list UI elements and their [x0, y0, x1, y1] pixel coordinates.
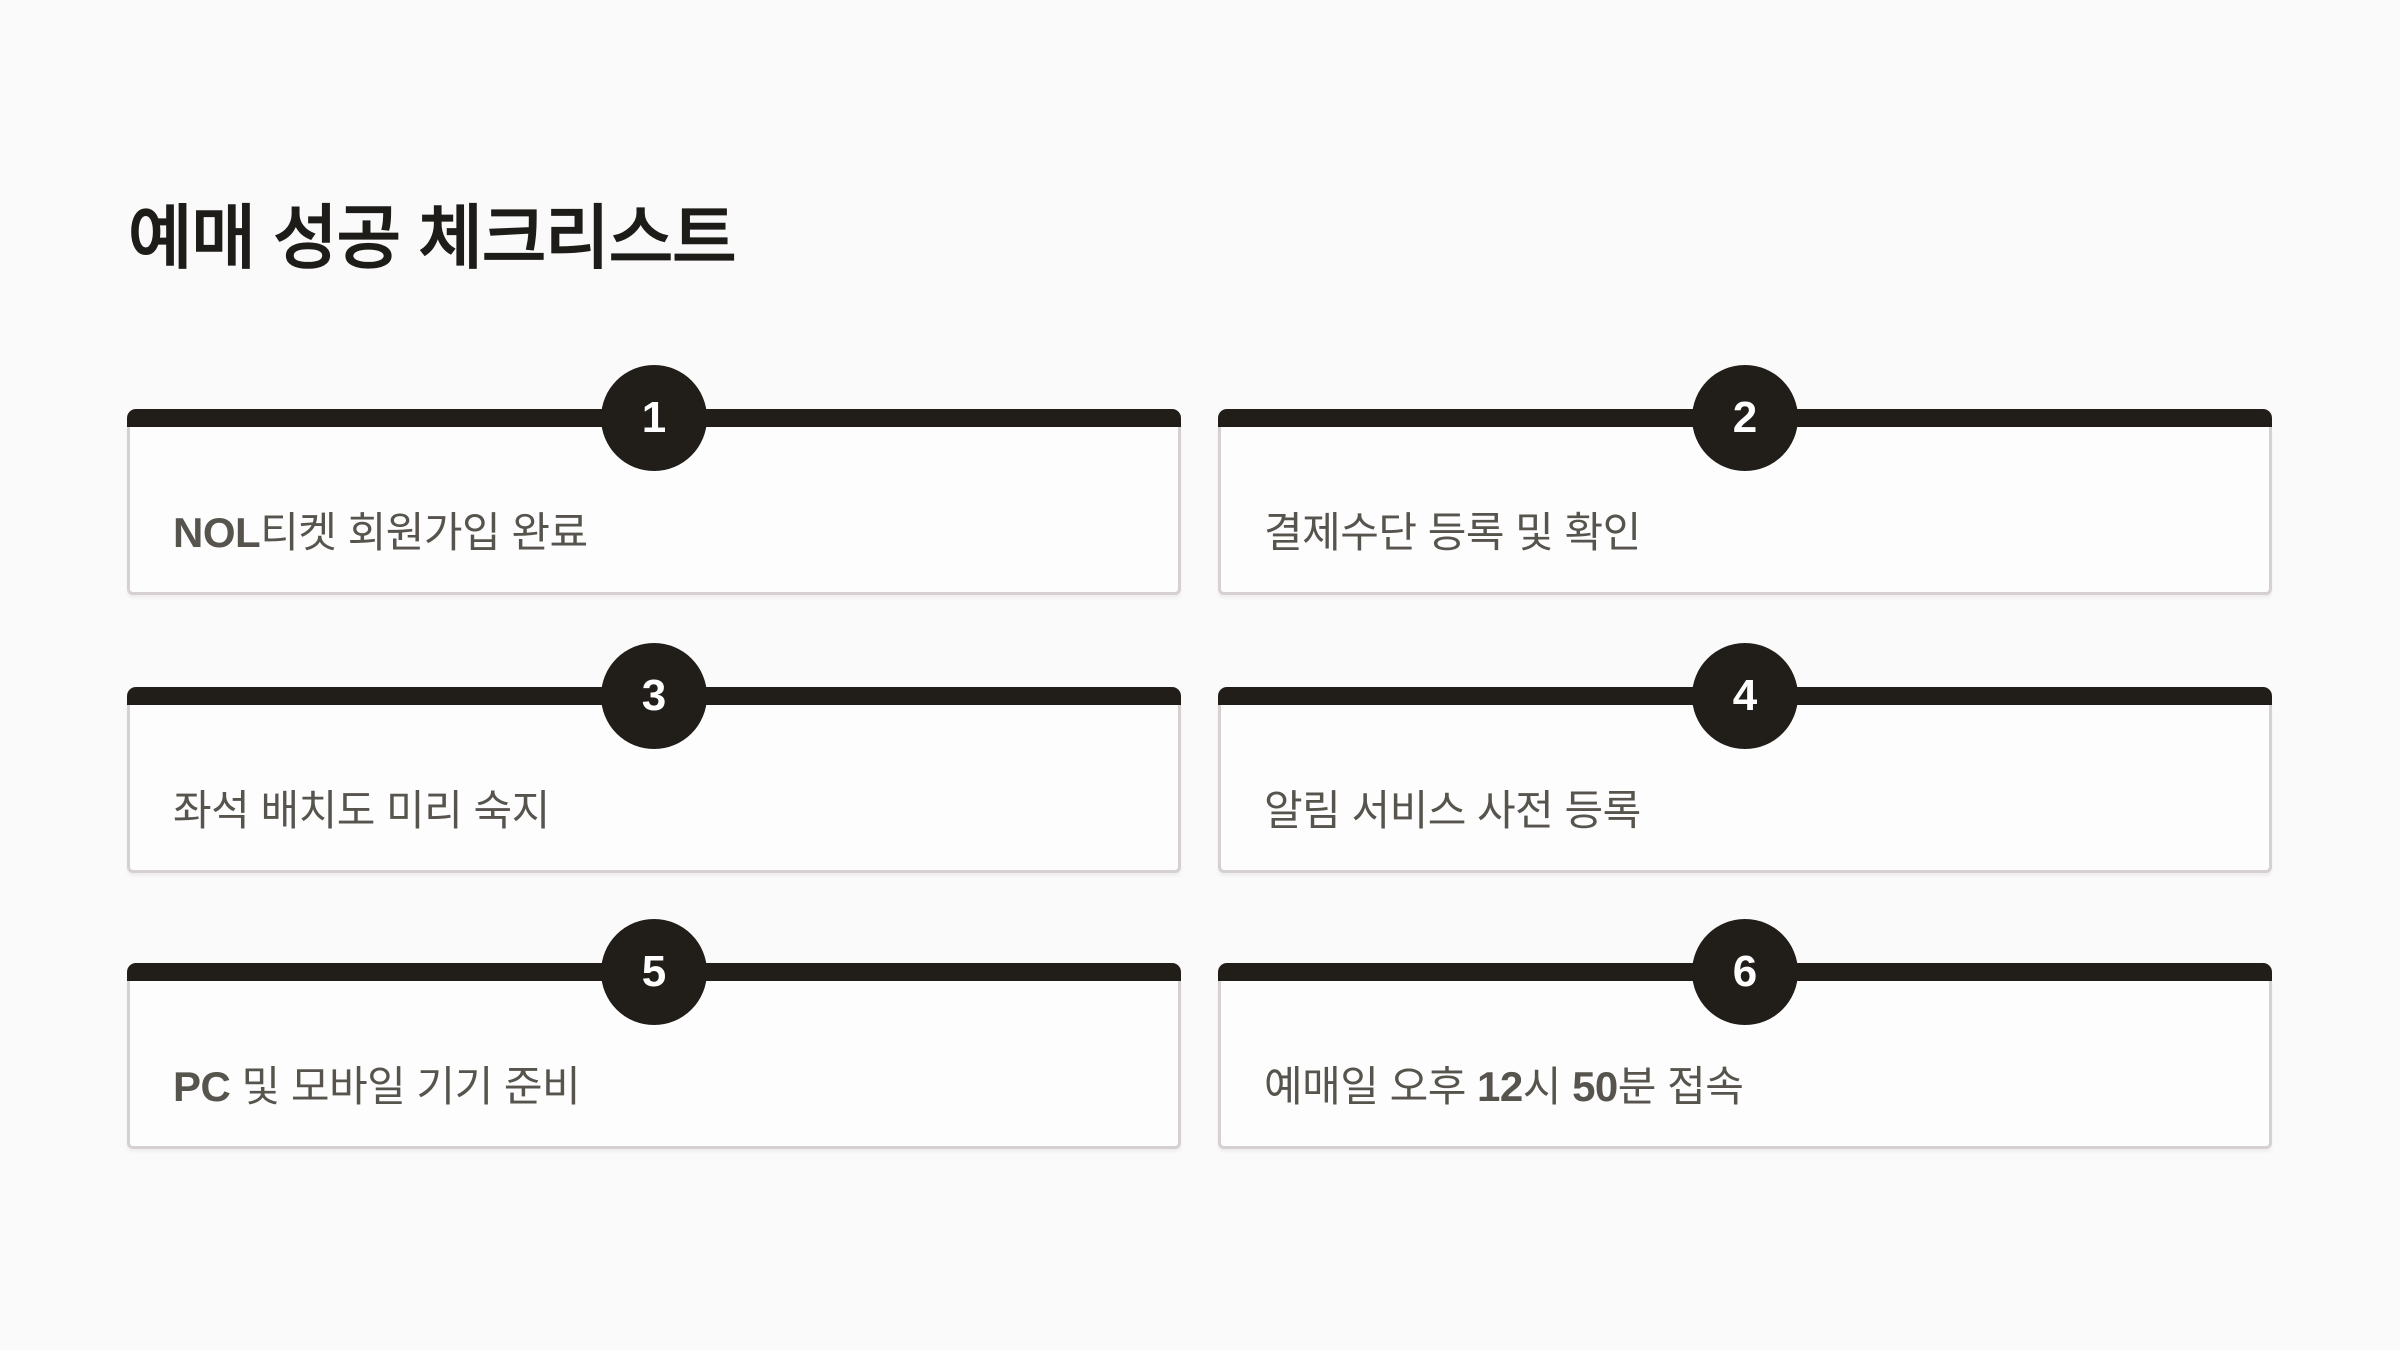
- step-number: 4: [1732, 671, 1758, 720]
- card-label-segment: 티켓 회원가입 완료: [260, 509, 588, 556]
- card-label: NOL티켓 회원가입 완료: [173, 509, 588, 557]
- card-label-segment: 예매일 오후: [1264, 1063, 1478, 1110]
- card-label-bold-segment: NOL: [173, 509, 261, 556]
- step-number-badge: 1: [601, 365, 707, 471]
- card-label-segment: 및 모바일 기기 준비: [230, 1063, 581, 1110]
- card-label-segment: 분 접속: [1617, 1063, 1744, 1110]
- step-number-badge: 2: [1692, 365, 1798, 471]
- card-label: 예매일 오후 12시 50분 접속: [1264, 1063, 1744, 1111]
- card-body: [127, 705, 1181, 873]
- card-label-bold-segment: PC: [173, 1063, 231, 1110]
- step-number: 3: [641, 671, 667, 720]
- card-label: 결제수단 등록 및 확인: [1264, 509, 1641, 557]
- checklist-card-2: 2 결제수단 등록 및 확인: [1218, 365, 2272, 595]
- card-label: 좌석 배치도 미리 숙지: [173, 787, 550, 835]
- card-label-bold-segment: 12: [1477, 1063, 1523, 1110]
- checklist-card-4: 4 알림 서비스 사전 등록: [1218, 643, 2272, 873]
- card-label-segment: 결제수단 등록 및 확인: [1264, 509, 1641, 556]
- step-number-badge: 3: [601, 643, 707, 749]
- step-number-badge: 4: [1692, 643, 1798, 749]
- card-label-bold-segment: 50: [1572, 1063, 1618, 1110]
- step-number: 6: [1732, 947, 1758, 996]
- step-number: 1: [641, 393, 667, 442]
- checklist-card-1: 1 NOL티켓 회원가입 완료: [127, 365, 1181, 595]
- step-number-badge: 6: [1692, 919, 1798, 1025]
- step-number: 5: [641, 947, 667, 996]
- checklist-card-5: 5 PC 및 모바일 기기 준비: [127, 919, 1181, 1149]
- card-label-segment: 좌석 배치도 미리 숙지: [173, 787, 550, 834]
- card-label-segment: 알림 서비스 사전 등록: [1264, 787, 1641, 834]
- checklist-card-3: 3 좌석 배치도 미리 숙지: [127, 643, 1181, 873]
- step-number-badge: 5: [601, 919, 707, 1025]
- card-label: 알림 서비스 사전 등록: [1264, 787, 1641, 835]
- page-title: 예매 성공 체크리스트: [128, 199, 736, 277]
- card-body: [127, 427, 1181, 595]
- card-label-segment: 시: [1522, 1063, 1573, 1110]
- checklist-card-6: 6 예매일 오후 12시 50분 접속: [1218, 919, 2272, 1149]
- step-number: 2: [1732, 393, 1758, 442]
- card-label: PC 및 모바일 기기 준비: [173, 1063, 581, 1111]
